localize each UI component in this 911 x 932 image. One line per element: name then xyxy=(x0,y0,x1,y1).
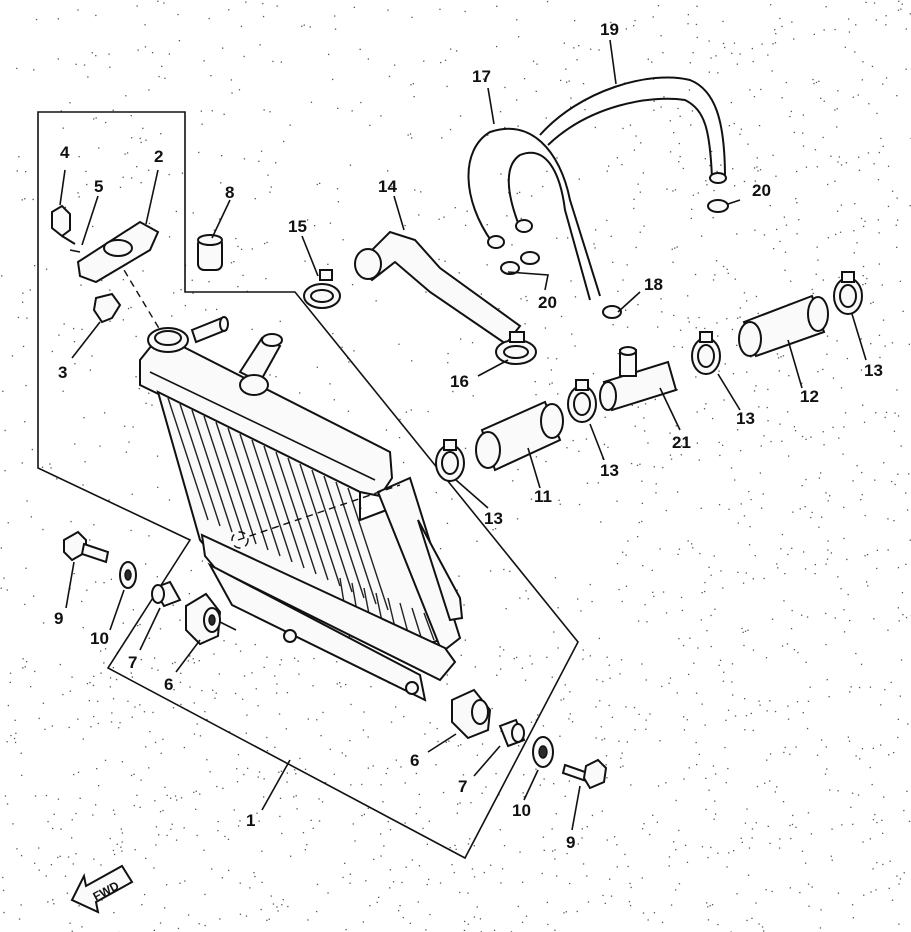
collar xyxy=(498,718,526,748)
callout-9: 9 xyxy=(566,833,575,852)
cap-to-neck-dashline xyxy=(117,259,161,331)
callout-13: 13 xyxy=(484,509,503,528)
overflow-hose xyxy=(539,76,727,184)
callout-13: 13 xyxy=(736,409,755,428)
callout-9: 9 xyxy=(54,609,63,628)
hose-clip xyxy=(500,251,540,275)
washer-hole xyxy=(124,569,132,581)
hose-clamp xyxy=(691,331,721,375)
hose-clip xyxy=(602,305,622,319)
radiator-core xyxy=(139,316,464,702)
hose-clamp xyxy=(435,439,465,482)
callout-1: 1 xyxy=(246,811,255,830)
callout-20: 20 xyxy=(538,293,557,312)
callout-14: 14 xyxy=(378,177,397,196)
bracket xyxy=(92,292,122,324)
callout-16: 16 xyxy=(450,372,469,391)
callout-6: 6 xyxy=(164,675,173,694)
t-joint-pipe xyxy=(599,346,678,412)
hose-clip xyxy=(707,199,741,213)
screw xyxy=(51,204,76,245)
bolt xyxy=(561,758,608,790)
grommet xyxy=(197,234,223,271)
callout-15: 15 xyxy=(288,217,307,236)
washer-hole xyxy=(538,745,548,759)
hose-to-core-dashline xyxy=(237,484,401,541)
callout-3: 3 xyxy=(58,363,67,382)
rubber-damper xyxy=(185,592,237,646)
coolant-hose-short xyxy=(738,294,829,358)
callout-4: 4 xyxy=(60,143,70,162)
callout-19: 19 xyxy=(600,20,619,39)
collar xyxy=(151,580,182,608)
leader-lines xyxy=(59,39,867,831)
hose-clamp xyxy=(303,269,341,309)
breather-hose xyxy=(467,127,601,301)
callout-13: 13 xyxy=(864,361,883,380)
hose-clamp xyxy=(567,379,597,423)
callout-20: 20 xyxy=(752,181,771,200)
callout-7: 7 xyxy=(458,777,467,796)
callout-7: 7 xyxy=(128,653,137,672)
callout-2: 2 xyxy=(154,147,163,166)
clip-leader xyxy=(507,271,549,291)
coolant-hose-straight xyxy=(475,400,564,472)
forward-direction-arrow: FWD xyxy=(70,864,134,914)
callout-6: 6 xyxy=(410,751,419,770)
radiator-cap xyxy=(76,220,160,284)
callout-10: 10 xyxy=(90,629,109,648)
callout-21: 21 xyxy=(672,433,691,452)
washer xyxy=(69,249,81,253)
callout-11: 11 xyxy=(534,487,552,506)
callout-12: 12 xyxy=(800,387,819,406)
callout-10: 10 xyxy=(512,801,531,820)
callout-5: 5 xyxy=(94,177,103,196)
callout-17: 17 xyxy=(472,67,491,86)
hose-clamp xyxy=(833,271,863,315)
assembly-boundary-outline xyxy=(37,111,579,860)
callout-8: 8 xyxy=(225,183,234,202)
callout-18: 18 xyxy=(644,275,663,294)
callout-13: 13 xyxy=(600,461,619,480)
hose-clamp xyxy=(495,331,537,365)
rubber-damper xyxy=(451,688,492,740)
bolt xyxy=(63,530,110,564)
